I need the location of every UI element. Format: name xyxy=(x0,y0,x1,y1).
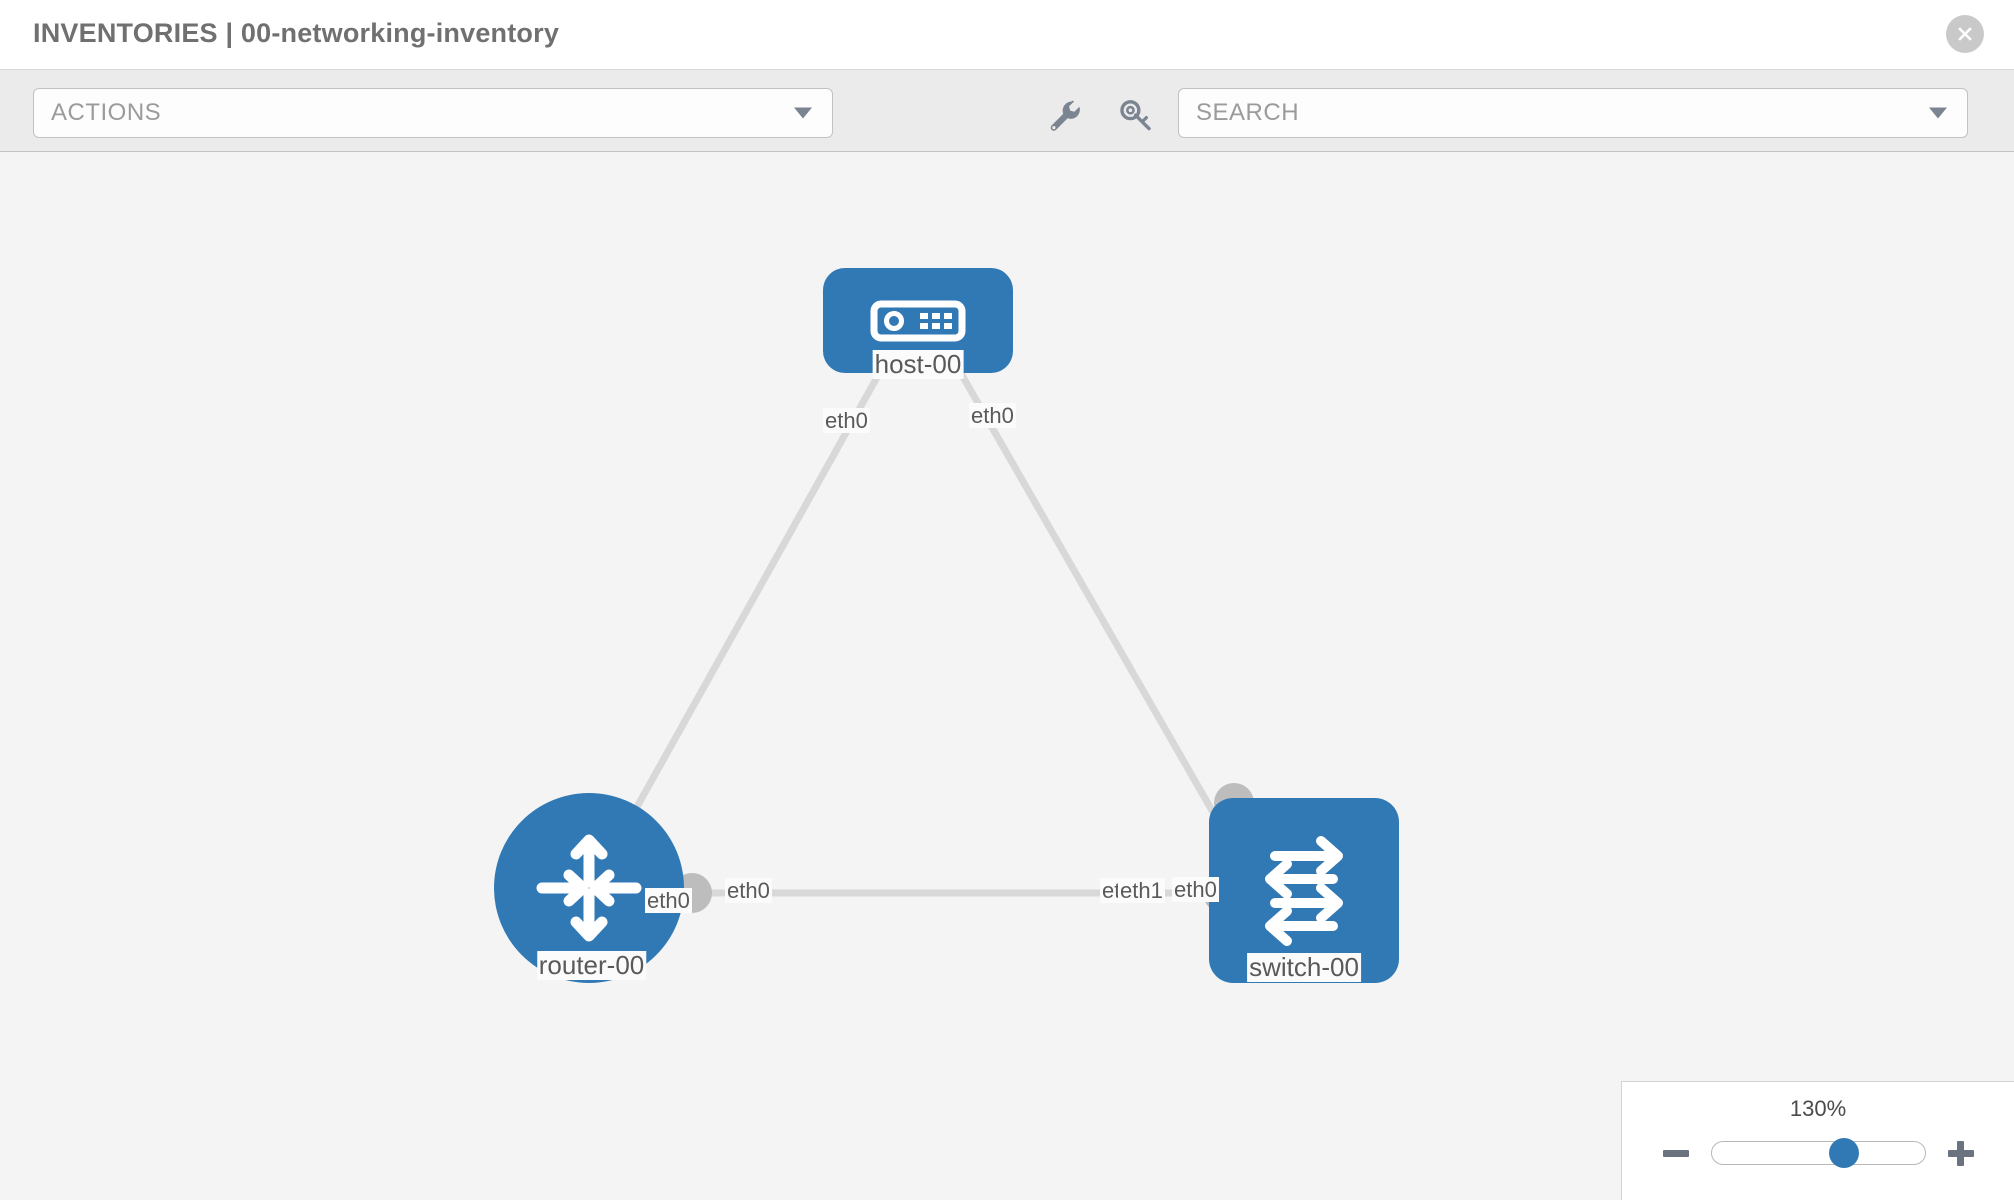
actions-dropdown[interactable]: ACTIONS xyxy=(33,88,833,138)
node-host-00[interactable]: host-00 xyxy=(823,268,1013,408)
zoom-in-button[interactable] xyxy=(1944,1136,1978,1170)
toolbar: ACTIONS SEARCH xyxy=(0,70,2014,152)
zoom-slider[interactable] xyxy=(1710,1138,1926,1168)
node-switch-00-label: switch-00 xyxy=(1247,952,1361,982)
wrench-icon[interactable] xyxy=(1047,98,1083,134)
zoom-slider-thumb[interactable] xyxy=(1828,1138,1859,1168)
switch-arrows-icon xyxy=(1265,835,1343,946)
key-icon[interactable] xyxy=(1118,98,1154,134)
edge-label-router-upper: eth0 xyxy=(645,888,692,914)
node-router-00-label: router-00 xyxy=(536,950,647,980)
server-device-icon xyxy=(870,300,966,341)
minus-icon xyxy=(1662,1150,1689,1157)
link-host-router xyxy=(596,361,889,875)
plus-icon-vertical xyxy=(1956,1141,1964,1166)
actions-dropdown-label: ACTIONS xyxy=(51,99,162,126)
edge-label-host-left: eth0 xyxy=(823,408,870,434)
page-title: INVENTORIES | 00-networking-inventory xyxy=(33,18,560,48)
edge-label-switch-upper: eth0 xyxy=(1172,877,1219,903)
router-arrows-icon xyxy=(536,834,642,942)
node-switch-00[interactable]: switch-00 xyxy=(1209,798,1399,1013)
zoom-level-value: 130% xyxy=(1789,1096,1847,1121)
edge-label-host-right: eth0 xyxy=(969,403,1016,429)
edge-label-router-right: eth0 xyxy=(725,878,772,904)
zoom-out-button[interactable] xyxy=(1659,1136,1693,1170)
edge-label-switch-left: eth1 xyxy=(1118,878,1165,904)
node-switch-00-shape xyxy=(1209,798,1399,983)
search-placeholder: SEARCH xyxy=(1196,99,1300,126)
close-icon[interactable] xyxy=(1946,15,1984,53)
search-input[interactable]: SEARCH xyxy=(1178,88,1968,138)
page-header: INVENTORIES | 00-networking-inventory xyxy=(0,0,2014,70)
node-host-00-label: host-00 xyxy=(872,349,964,379)
zoom-control-panel: 130% xyxy=(1621,1081,2014,1200)
chevron-down-icon xyxy=(1929,107,1947,119)
link-host-switch xyxy=(951,361,1249,870)
zoom-control-row xyxy=(1622,1130,2014,1176)
topology-canvas[interactable]: host-00 xyxy=(0,153,2014,1200)
chevron-down-icon xyxy=(794,107,812,119)
